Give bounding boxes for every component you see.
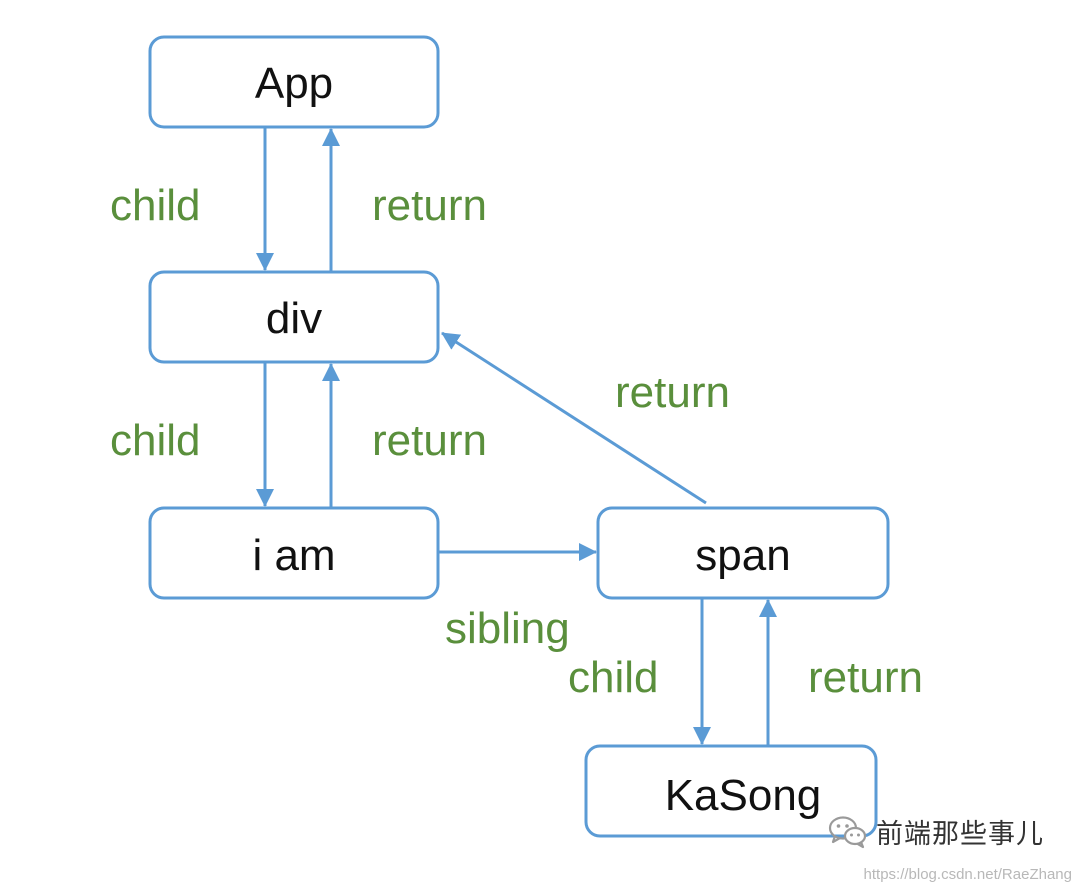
edge-span-div-return xyxy=(441,331,707,505)
watermark-title: 前端那些事儿 xyxy=(876,819,1044,850)
wechat-icon xyxy=(828,815,867,848)
label-app-div-child: child xyxy=(110,181,201,230)
label-kasong-span-return: return xyxy=(808,653,923,702)
node-i-am: i am xyxy=(148,506,440,600)
label-iam-span-sibling: sibling xyxy=(445,604,570,653)
label-iam-div-return: return xyxy=(372,416,487,465)
label-span-kasong-child: child xyxy=(568,653,659,702)
watermark: 前端那些事儿 xyxy=(828,812,1044,851)
label-div-app-return: return xyxy=(372,181,487,230)
node-div-label: div xyxy=(266,294,322,343)
node-app: App xyxy=(148,35,440,129)
watermark-url: https://blog.csdn.net/RaeZhang xyxy=(863,866,1072,883)
node-app-label: App xyxy=(255,59,333,108)
label-div-iam-child: child xyxy=(110,416,201,465)
label-span-div-return: return xyxy=(615,368,730,417)
node-kasong-label: KaSong xyxy=(665,771,822,820)
node-i-am-label: i am xyxy=(252,531,335,580)
node-span-label: span xyxy=(695,531,790,580)
node-span: span xyxy=(596,506,890,600)
node-div: div xyxy=(148,270,440,364)
node-kasong: KaSong xyxy=(584,744,878,838)
